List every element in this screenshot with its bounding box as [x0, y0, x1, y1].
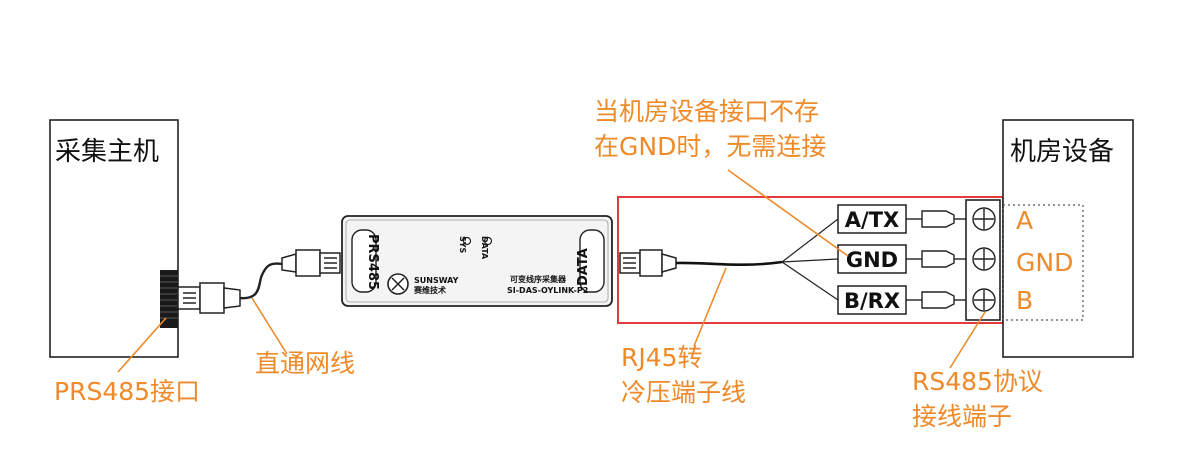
- collector-port-left-label: PRS485: [365, 234, 380, 290]
- straight-cable-label: 直通网线: [255, 349, 355, 378]
- gnd-note-line2: 在GND时，无需连接: [594, 132, 826, 161]
- host-port: [160, 270, 178, 328]
- terminal-a-tx: A/TX: [837, 204, 907, 234]
- data-led: [483, 236, 493, 246]
- rj45-plug-collector: [281, 249, 341, 277]
- pigtail-label-line2: 冷压端子线: [621, 378, 746, 407]
- collector-device: PRS485 DATA SYS DATA SUNSWAY 赛维技术 可变线序采集…: [341, 215, 613, 307]
- screw-icon: [972, 207, 996, 231]
- collector-port-left: [351, 229, 377, 293]
- room-device-interface: [1002, 204, 1084, 321]
- product-model: SI-DAS-OYLINK-P2: [507, 286, 588, 295]
- pigtail-cable: [675, 260, 783, 266]
- rj45-plug-host: [177, 282, 241, 314]
- terminal-a-tx-label: A/TX: [845, 208, 899, 232]
- sys-led-label: SYS: [458, 236, 467, 254]
- brand-logo: [387, 273, 409, 295]
- terminal-block-label-line1: RS485协议: [912, 367, 1043, 396]
- room-device-label: 机房设备: [1010, 137, 1114, 167]
- host-label: 采集主机: [55, 137, 159, 167]
- product-name: 可变线序采集器: [510, 274, 567, 284]
- pigtail-label-line1: RJ45转: [621, 343, 703, 372]
- gnd-note-line1: 当机房设备接口不存: [594, 97, 819, 126]
- terminal-block-label-line2: 接线端子: [912, 402, 1012, 431]
- data-led-label: DATA: [480, 236, 489, 260]
- collector-port-right-label: DATA: [576, 248, 591, 286]
- ferrules: [906, 210, 966, 309]
- straight-cable: [239, 262, 283, 300]
- callout-leaders: [117, 169, 986, 373]
- room-device: 机房设备 A GND B: [1002, 119, 1134, 358]
- pin-gnd-label: GND: [1016, 248, 1073, 277]
- brand-en: SUNSWAY: [414, 276, 459, 285]
- host-unit: 采集主机: [49, 119, 179, 358]
- terminal-b-rx-label: B/RX: [844, 289, 900, 313]
- collector-port-right: [579, 229, 605, 293]
- rs485-terminal-block: [965, 199, 1001, 321]
- sys-led: [462, 236, 472, 246]
- screw-icon: [972, 247, 996, 271]
- pin-b-label: B: [1016, 286, 1033, 315]
- terminal-b-rx: B/RX: [837, 285, 907, 315]
- rj45-plug-pigtail: [619, 249, 677, 277]
- terminal-gnd: GND: [837, 244, 907, 274]
- brand-cn: 赛维技术: [413, 285, 446, 295]
- host-port-label: PRS485接口: [54, 377, 200, 406]
- pin-a-label: A: [1016, 206, 1033, 235]
- screw-icon: [972, 288, 996, 312]
- pigtail-wires: [781, 218, 839, 301]
- terminal-gnd-label: GND: [846, 248, 898, 272]
